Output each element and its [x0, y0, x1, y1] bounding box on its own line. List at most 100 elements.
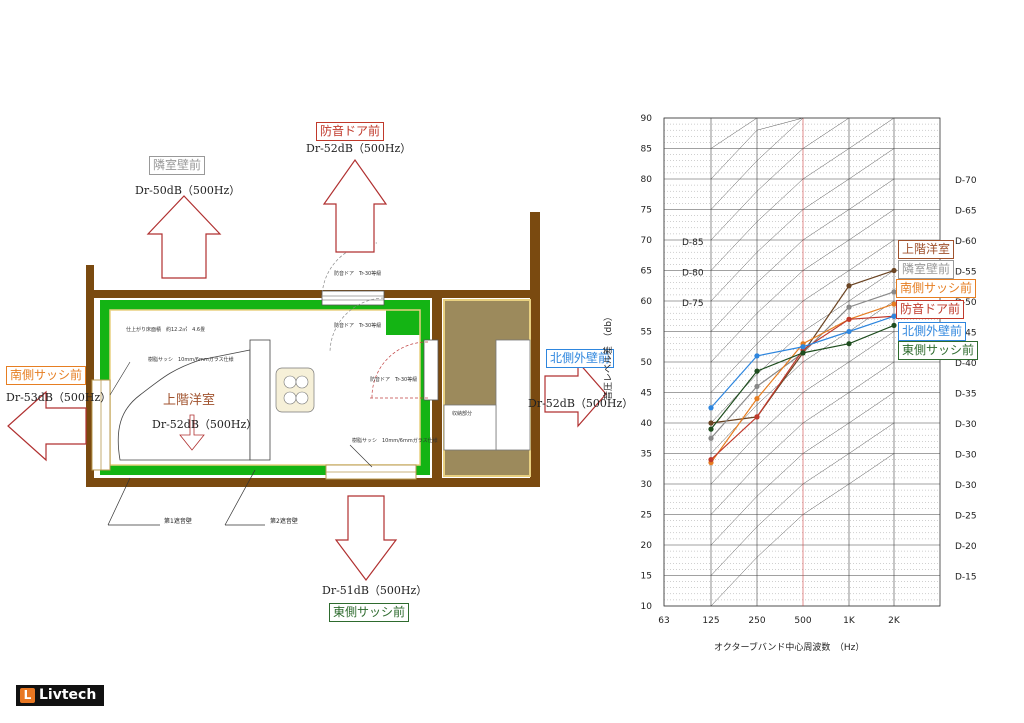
outer-wall-right [530, 212, 540, 487]
chart-series [708, 267, 897, 466]
x-tick-label: 125 [702, 616, 719, 626]
y-tick-label: 65 [641, 267, 652, 277]
dr-east-sash: Dr-51dB（500Hz） [322, 584, 428, 597]
d-left-label: D-85 [682, 238, 704, 248]
series-point [708, 405, 714, 411]
legend-box: 北側外壁前 [898, 322, 967, 341]
logo-mark-icon: L [20, 688, 35, 703]
label-door-1: 防音ドア Tr-30等級 [334, 271, 382, 277]
d-curve [710, 148, 895, 302]
series-point [708, 457, 714, 463]
arrow-east [334, 495, 398, 581]
label-spec: 仕上がり床面積 約12.2㎡ 4.6畳 [126, 327, 206, 333]
y-tick-label: 90 [641, 114, 653, 124]
series-point [754, 396, 760, 402]
d-curve [710, 392, 895, 546]
d-curve [710, 117, 895, 271]
d-right-label: D-20 [955, 542, 977, 552]
x-tick-label: 1K [843, 616, 856, 626]
chart-grid [663, 117, 941, 607]
dr-upper-room: Dr-52dB（500Hz） [152, 418, 258, 431]
d-right-label: D-15 [955, 573, 977, 583]
dr-north-wall: Dr-52dB（500Hz） [528, 397, 634, 410]
y-tick-label: 25 [641, 511, 652, 521]
green-wall-top [100, 300, 428, 310]
label-second-wall: 第2遮音壁 [270, 518, 298, 525]
legend-box: 隣室壁前 [898, 260, 955, 279]
d-right-label: D-50 [955, 298, 977, 308]
d-left-label: D-80 [682, 269, 704, 279]
x-tick-label: 2K [888, 616, 901, 626]
series-point [754, 353, 760, 359]
series-point [754, 383, 760, 389]
d-curve [710, 422, 895, 576]
arrow-south [7, 390, 87, 462]
dr-door-front: Dr-52dB（500Hz） [306, 142, 412, 155]
legend-box: 南側サッシ前 [896, 279, 977, 298]
outer-wall-left [86, 265, 94, 487]
label-storage: 収納部分 [452, 411, 473, 417]
d-curve [710, 331, 895, 485]
d-right-label: D-60 [955, 237, 977, 247]
dr-south-sash: Dr-53dB（500Hz） [6, 391, 112, 404]
series-point [846, 341, 852, 347]
d-right-label: D-30 [955, 420, 977, 430]
d-right-label: D-65 [955, 207, 977, 217]
x-tick-label: 63 [658, 616, 669, 626]
d-curve [710, 453, 895, 607]
d-right-label: D-40 [955, 359, 977, 369]
y-tick-label: 15 [641, 572, 652, 582]
label-resin-sash-1: 樹脂サッシ 10mm/6mmガラス仕様 [148, 357, 234, 363]
outer-wall-top [86, 290, 536, 298]
dr-neighbor-wall: Dr-50dB（500Hz） [135, 184, 241, 197]
label-door-front: 防音ドア前 [316, 122, 385, 141]
y-tick-label: 35 [641, 450, 652, 460]
label-south-sash: 南側サッシ前 [6, 366, 87, 385]
d-curve [710, 239, 895, 393]
chart-ylabel: 音圧レベル差 （db） [604, 312, 614, 400]
y-tick-label: 55 [641, 328, 652, 338]
d-right-label: D-30 [955, 481, 977, 491]
y-tick-label: 70 [641, 236, 653, 246]
chart-xlabel: オクターブバンド中心周波数 （Hz） [714, 643, 865, 653]
series-point [846, 316, 852, 322]
series-point [846, 304, 852, 310]
series-point [846, 283, 852, 289]
y-tick-label: 40 [641, 419, 653, 429]
series-point [846, 328, 852, 335]
label-east-sash: 東側サッシ前 [329, 603, 410, 622]
piano-outline [117, 349, 251, 461]
label-neighbor-wall: 隣室壁前 [149, 156, 206, 175]
series-point [800, 350, 806, 356]
x-tick-label: 500 [794, 616, 811, 626]
series-point [891, 267, 897, 274]
legend-box: 防音ドア前 [896, 300, 965, 319]
y-tick-label: 50 [641, 358, 653, 368]
y-tick-label: 30 [641, 480, 653, 490]
label-upper-room: 上階洋室 [163, 393, 216, 408]
series-point [708, 420, 714, 426]
legend-box: 上階洋室 [898, 240, 955, 259]
label-resin-sash-2: 樹脂サッシ 10mm/6mmガラス仕様 [352, 438, 438, 444]
series-point [891, 289, 897, 295]
series-point [800, 344, 806, 350]
series-point [754, 368, 760, 374]
d-right-label: D-25 [955, 512, 977, 522]
series-point [754, 414, 760, 420]
y-tick-label: 45 [641, 389, 652, 399]
y-tick-label: 20 [641, 541, 653, 551]
y-tick-label: 75 [641, 206, 652, 216]
series-point [891, 301, 897, 307]
y-tick-label: 85 [641, 145, 652, 155]
series-point [708, 426, 714, 432]
d-curve [710, 178, 895, 332]
d-right-label: D-55 [955, 268, 977, 278]
label-north-wall: 北側外壁前 [546, 349, 615, 368]
arrow-neighbor [146, 195, 222, 279]
y-tick-label: 80 [641, 175, 653, 185]
series-point [891, 322, 897, 328]
d-curve [710, 361, 895, 515]
y-tick-label: 10 [641, 602, 653, 612]
